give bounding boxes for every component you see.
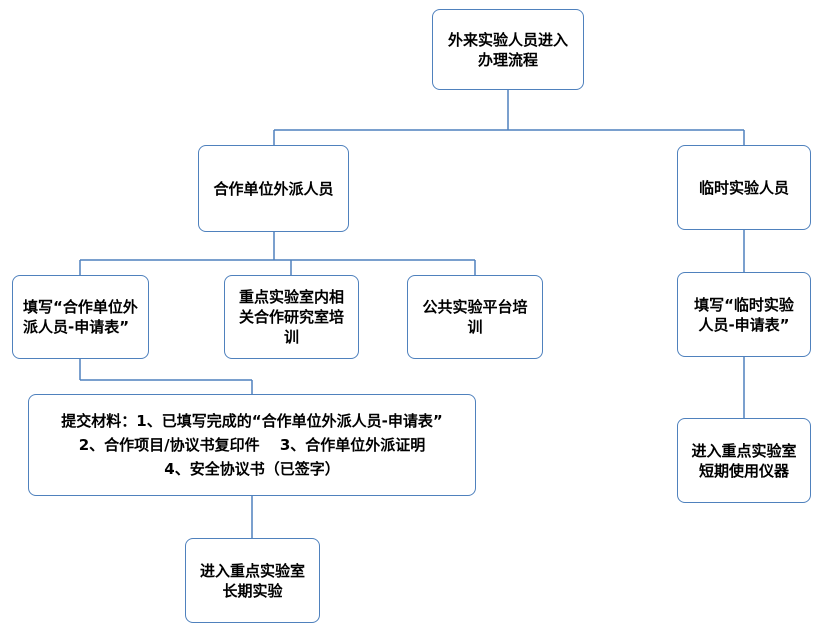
node-coop-staff-label: 合作单位外派人员 [213,179,334,198]
materials-line-1: 提交材料：1、已填写完成的“合作单位外派人员-申请表” [61,412,443,430]
materials-line-3: 4、安全协议书（已签字） [164,460,340,478]
node-fill-temp-form: 填写“临时实验人员-申请表” [677,272,811,357]
materials-line-2: 2、合作项目/协议书复印件 3、合作单位外派证明 [78,436,426,454]
node-short-term-use-label: 进入重点实验室短期使用仪器 [691,441,797,480]
node-public-platform-training: 公共实验平台培训 [407,275,543,359]
node-fill-temp-form-label: 填写“临时实验人员-申请表” [694,295,794,334]
node-public-platform-training-label: 公共实验平台培训 [422,298,528,336]
node-key-lab-training-label: 重点实验室内相关合作研究室培训 [238,288,344,346]
node-long-term-experiment-label: 进入重点实验室长期实验 [199,561,305,600]
node-submit-materials: 提交材料：1、已填写完成的“合作单位外派人员-申请表” 2、合作项目/协议书复印… [28,394,476,496]
node-temp-staff: 临时实验人员 [677,145,811,230]
node-fill-coop-form: 填写“合作单位外派人员-申请表” [12,275,149,359]
node-short-term-use: 进入重点实验室短期使用仪器 [677,418,811,503]
node-fill-coop-form-label: 填写“合作单位外派人员-申请表” [23,298,138,336]
node-root: 外来实验人员进入办理流程 [432,9,584,90]
node-long-term-experiment: 进入重点实验室长期实验 [185,538,320,623]
node-root-label: 外来实验人员进入办理流程 [447,30,568,69]
node-temp-staff-label: 临时实验人员 [698,178,789,197]
node-key-lab-training: 重点实验室内相关合作研究室培训 [224,275,359,359]
node-coop-staff: 合作单位外派人员 [198,145,349,232]
